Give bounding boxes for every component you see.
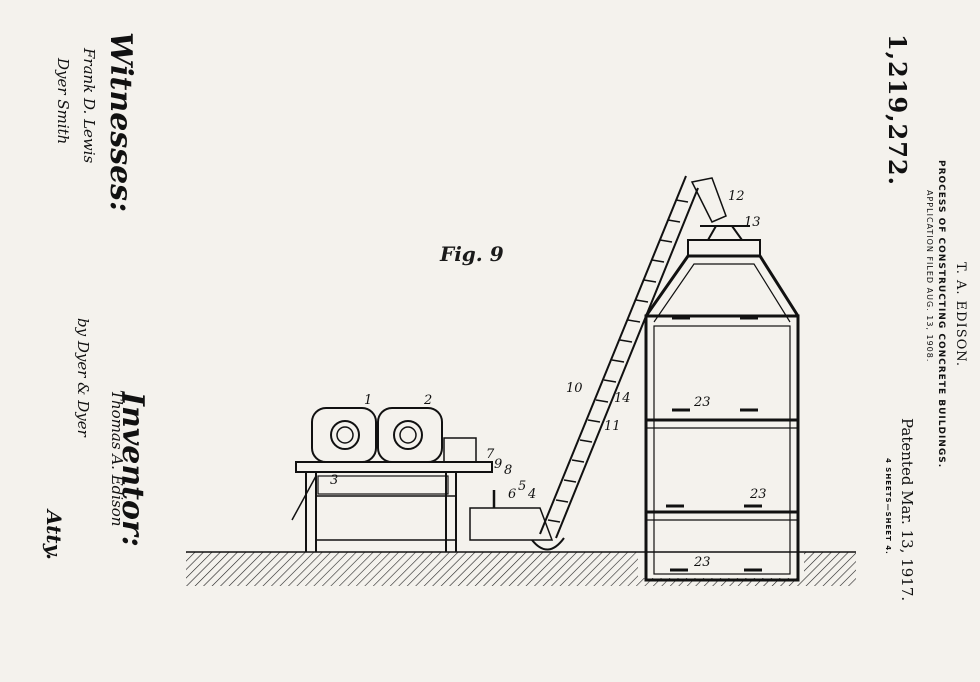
numeral-14: 14	[614, 391, 631, 406]
inventor-signature: Thomas A. Edison	[108, 390, 126, 527]
numeral-11: 11	[604, 419, 621, 434]
numeral-4: 4	[527, 487, 536, 502]
inventor-name-header: T. A. EDISON.	[953, 262, 968, 367]
numeral-9: 9	[494, 457, 502, 472]
ground	[186, 551, 856, 586]
witness-signature-1: Frank D. Lewis	[80, 48, 98, 164]
numeral-23a: 23	[693, 395, 711, 410]
numeral-1: 1	[364, 393, 372, 408]
witnesses-label: Witnesses:	[103, 32, 138, 213]
numeral-3: 3	[330, 473, 338, 488]
patent-title: PROCESS OF CONSTRUCTING CONCRETE BUILDIN…	[936, 160, 946, 469]
attorney-by: by Dyer & Dyer	[74, 318, 92, 437]
building	[644, 225, 800, 582]
witness-signature-2: Dyer Smith	[54, 58, 72, 145]
numeral-10: 10	[566, 381, 583, 396]
sheet-count: 4 SHEETS—SHEET 4.	[884, 458, 892, 555]
numeral-5: 5	[518, 479, 526, 494]
numeral-23c: 23	[693, 555, 711, 570]
conveyor	[531, 175, 727, 551]
numeral-7: 7	[486, 447, 495, 462]
numeral-8: 8	[504, 463, 512, 478]
patent-number: 1,219,272.	[883, 34, 912, 186]
numeral-13: 13	[744, 215, 761, 230]
patented-date: Patented Mar. 13, 1917.	[898, 418, 916, 602]
numeral-2: 2	[423, 393, 432, 408]
numeral-12: 12	[728, 189, 745, 204]
numeral-23b: 23	[749, 487, 767, 502]
figure-label: Fig. 9	[440, 242, 504, 266]
numeral-6: 6	[508, 487, 516, 502]
reference-numerals: 1 2 3 4 5 6 7 8 9 10 11 12 13 14 23 23 2…	[330, 189, 767, 570]
application-date: APPLICATION FILED AUG. 13, 1908.	[925, 190, 934, 363]
attorney-label: Atty.	[42, 510, 66, 560]
mixers	[291, 407, 554, 552]
